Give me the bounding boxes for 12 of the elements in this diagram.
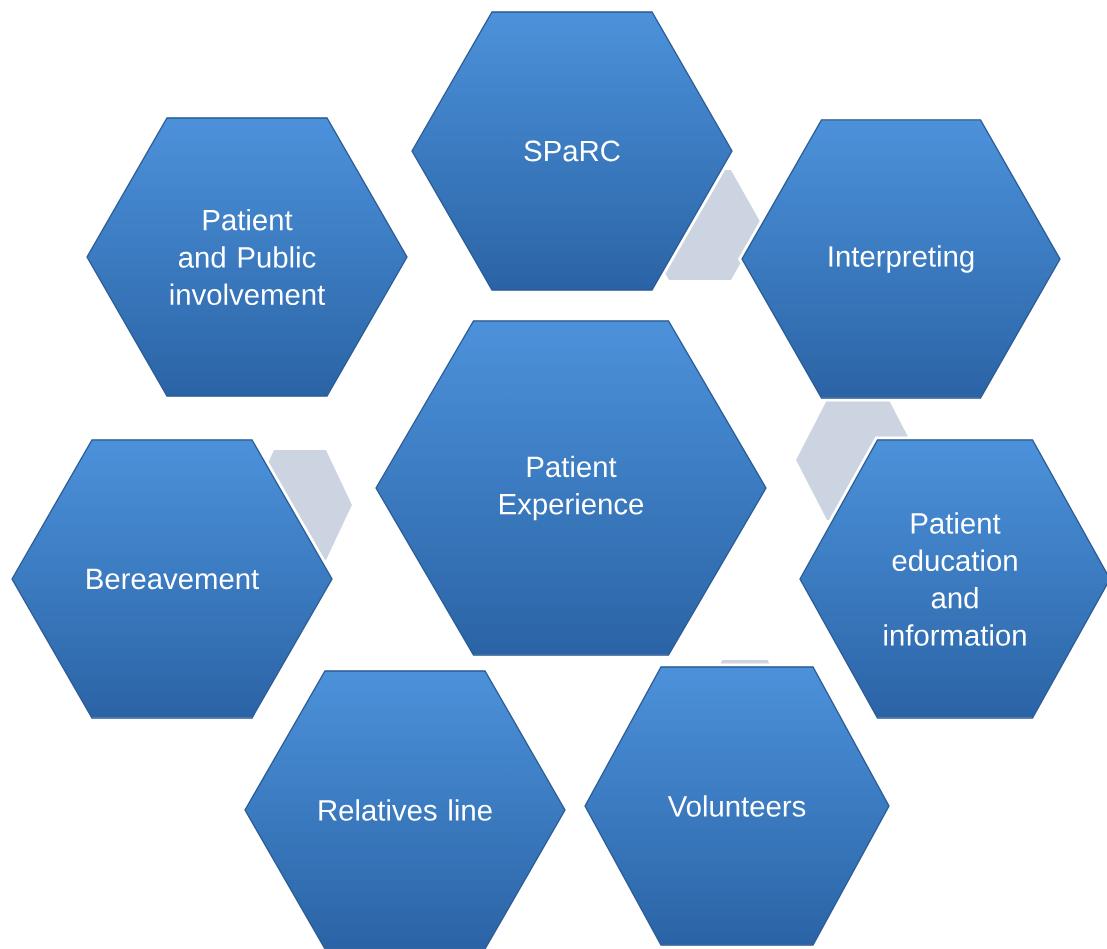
spacer-hexagon	[268, 450, 352, 560]
hexagon: Bereavement	[11, 439, 333, 719]
hexagon: Interpreting	[741, 119, 1061, 399]
spacer-hexagon	[796, 401, 908, 520]
hexagon: Patient and Public involvement	[86, 117, 408, 397]
spacer-hexagon	[720, 660, 770, 664]
hexagon: Patient education and information	[799, 439, 1107, 719]
hexagon: SPaRC	[411, 11, 733, 291]
spacer-hexagon	[665, 170, 760, 280]
hexagon: Patient Experience	[375, 320, 767, 656]
hexagon: Relatives line	[244, 670, 566, 949]
hexagon: Volunteers	[584, 666, 890, 946]
